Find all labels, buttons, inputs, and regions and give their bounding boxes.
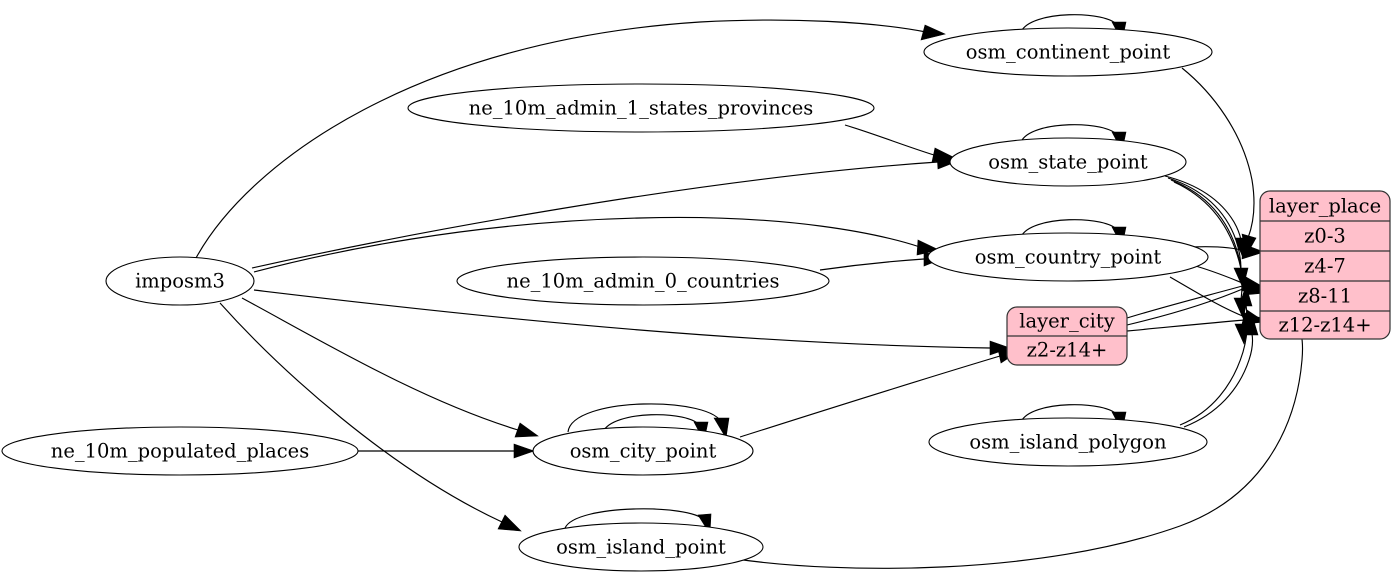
node-osm_state_point[interactable]: osm_state_point	[949, 137, 1187, 187]
node-layer: imposm3 ne_10m_populated_places ne_10m_a…	[1, 27, 1213, 572]
record-node-layer_city[interactable]: layer_city z2-z14+	[1006, 306, 1128, 366]
record-node-layer_place[interactable]: layer_place z0-3 z4-7 z8-11 z12-z14+	[1259, 190, 1391, 340]
node-osm_city_point-label: osm_city_point	[570, 440, 717, 463]
edge-ne_10m_admin_0_countries-to-osm_country_point	[819, 251, 945, 271]
node-osm_city_point[interactable]: osm_city_point	[532, 426, 754, 476]
node-osm_country_point[interactable]: osm_country_point	[927, 232, 1209, 282]
edge-imposm3-to-osm_city_point	[241, 297, 539, 438]
layer_city-row-z2-z14[interactable]: z2-z14+	[1027, 339, 1108, 362]
edge-layer	[195, 14, 1304, 569]
edge-osm_island_polygon-to-layer_place-z12	[1183, 314, 1259, 428]
edge-osm_island_polygon-to-layer_place-z8-11	[1179, 285, 1253, 426]
node-ne_10m_admin_0_countries[interactable]: ne_10m_admin_0_countries	[456, 256, 830, 306]
node-imposm3-label: imposm3	[135, 270, 225, 293]
edge-osm_continent_point-to-layer_place-z0-3	[1181, 67, 1257, 257]
layer_place-background	[1259, 190, 1391, 340]
node-osm_island_point-label: osm_island_point	[556, 536, 726, 559]
edge-imposm3-to-osm_state_point	[251, 154, 959, 269]
edge-ne_10m_admin_1_states_provinces-to-osm_state_point	[844, 124, 956, 163]
node-osm_island_point[interactable]: osm_island_point	[518, 522, 764, 572]
node-ne_10m_populated_places[interactable]: ne_10m_populated_places	[1, 426, 359, 476]
node-osm_island_polygon-label: osm_island_polygon	[969, 431, 1167, 454]
node-ne_10m_admin_1_states_provinces[interactable]: ne_10m_admin_1_states_provinces	[407, 83, 875, 133]
node-ne_10m_populated_places-label: ne_10m_populated_places	[51, 440, 309, 463]
record-node-layer: layer_city z2-z14+ layer_place z0-3 z4-7…	[1006, 190, 1391, 366]
edge-ne_10m_populated_places-to-osm_city_point	[358, 443, 535, 459]
layer_place-row-z8-11[interactable]: z8-11	[1298, 285, 1352, 308]
edge-osm_country_point-to-layer_place-z4-7	[1190, 243, 1265, 260]
edge-osm_city_point-self-loop-outer	[567, 403, 730, 439]
node-ne_10m_admin_1_states_provinces-label: ne_10m_admin_1_states_provinces	[469, 97, 814, 120]
layer_place-row-z12-z14[interactable]: z12-z14+	[1278, 314, 1371, 337]
node-imposm3[interactable]: imposm3	[105, 256, 255, 306]
node-ne_10m_admin_0_countries-label: ne_10m_admin_0_countries	[507, 270, 780, 293]
layer_place-title: layer_place	[1269, 195, 1381, 218]
layer_place-row-z0-3[interactable]: z0-3	[1304, 225, 1346, 248]
edge-imposm3-to-osm_continent_point	[195, 19, 946, 259]
node-osm_continent_point-label: osm_continent_point	[966, 41, 1171, 64]
node-osm_state_point-label: osm_state_point	[988, 151, 1148, 174]
node-osm_country_point-label: osm_country_point	[975, 246, 1162, 269]
layer_place-row-z4-7[interactable]: z4-7	[1304, 255, 1346, 278]
node-osm_continent_point[interactable]: osm_continent_point	[923, 27, 1213, 77]
layer_city-title: layer_city	[1019, 310, 1115, 333]
node-osm_island_polygon[interactable]: osm_island_polygon	[928, 417, 1208, 467]
edge-imposm3-to-osm_island_point	[219, 302, 522, 532]
